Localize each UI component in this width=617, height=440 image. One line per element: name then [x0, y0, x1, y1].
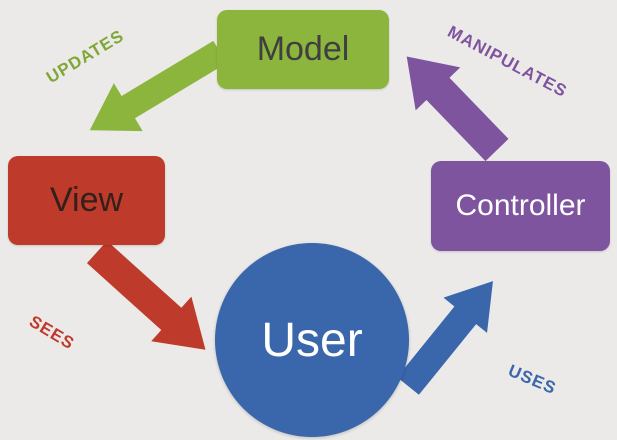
view-node: View [8, 156, 165, 245]
updates-arrow [89, 40, 227, 132]
sees-arrow [86, 240, 206, 350]
model-node: Model [217, 10, 389, 89]
view-label: View [49, 181, 124, 219]
controller-node: Controller [431, 161, 610, 251]
user-label: User [261, 313, 363, 367]
controller-label: Controller [455, 189, 586, 222]
model-label: Model [256, 30, 350, 68]
user-node: User [215, 243, 409, 437]
manipulates-arrow [406, 56, 509, 162]
uses-arrow [397, 281, 493, 395]
